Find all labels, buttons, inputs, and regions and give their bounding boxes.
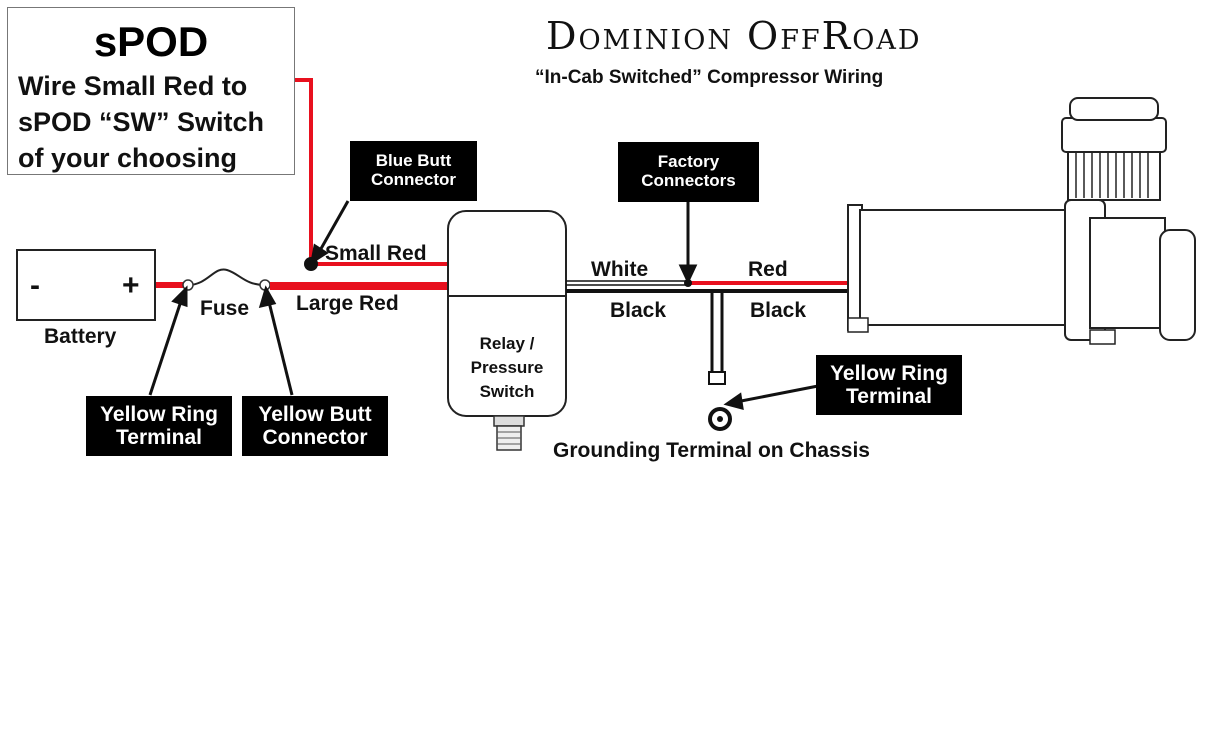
spod-line-3: of your choosing xyxy=(18,143,237,173)
black-wire-left-label: Black xyxy=(610,299,667,322)
callout-yellow-ring-left-line-2: Terminal xyxy=(116,426,202,449)
relay-label: Relay / Pressure Switch xyxy=(452,332,562,404)
spod-line-1: Wire Small Red to xyxy=(18,71,248,101)
small-red-label: Small Red xyxy=(325,242,427,265)
callout-yellow-ring-terminal-right: Yellow Ring Terminal xyxy=(816,355,962,415)
small-red-wire-to-spod xyxy=(295,78,313,264)
battery-plus: + xyxy=(122,269,140,302)
relay-label-line-3: Switch xyxy=(479,382,535,401)
arrows xyxy=(148,200,819,411)
red-wire-label: Red xyxy=(748,258,788,281)
spod-instructions: Wire Small Red to sPOD “SW” Switch of yo… xyxy=(18,68,264,176)
fuse-label: Fuse xyxy=(200,297,250,320)
compressor-icon xyxy=(847,97,1196,345)
brand-title: Dominion OffRoad xyxy=(546,14,922,58)
callout-yellow-ring-terminal-left: Yellow Ring Terminal xyxy=(86,396,232,456)
battery-icon: - + xyxy=(16,249,156,321)
fuse-icon xyxy=(187,268,266,286)
callout-yellow-butt-line-1: Yellow Butt xyxy=(258,402,372,426)
diagram-subtitle: “In-Cab Switched” Compressor Wiring xyxy=(535,67,884,88)
relay-fitting xyxy=(493,415,525,427)
callout-factory-line-1: Factory xyxy=(657,152,720,172)
relay-label-line-1: Relay / xyxy=(479,334,535,353)
battery-label: Battery xyxy=(44,325,117,348)
large-red-label: Large Red xyxy=(296,292,399,315)
spod-instruction-box: sPOD Wire Small Red to sPOD “SW” Switch … xyxy=(7,7,295,175)
spod-line-2: sPOD “SW” Switch xyxy=(18,107,265,137)
spod-title: sPOD xyxy=(93,18,209,65)
callout-yellow-ring-right-line-2: Terminal xyxy=(846,385,932,408)
black-wire-right-label: Black xyxy=(750,299,807,322)
callout-blue-butt-line-1: Blue Butt xyxy=(375,151,452,171)
callout-factory-connectors: Factory Connectors xyxy=(618,142,759,202)
callout-yellow-ring-left-line-1: Yellow Ring xyxy=(100,402,218,426)
callout-yellow-butt-connector: Yellow Butt Connector xyxy=(242,396,388,456)
callout-yellow-ring-right-line-1: Yellow Ring xyxy=(830,361,948,385)
callout-yellow-butt-line-2: Connector xyxy=(262,426,368,449)
battery-minus: - xyxy=(30,269,40,302)
callout-blue-butt-connector: Blue Butt Connector xyxy=(350,141,477,201)
white-wire-label: White xyxy=(591,258,649,281)
callout-blue-butt-line-2: Connector xyxy=(371,170,456,189)
callout-factory-line-2: Connectors xyxy=(641,171,736,190)
relay-label-line-2: Pressure xyxy=(470,358,544,377)
grounding-terminal-label: Grounding Terminal on Chassis xyxy=(553,439,870,462)
